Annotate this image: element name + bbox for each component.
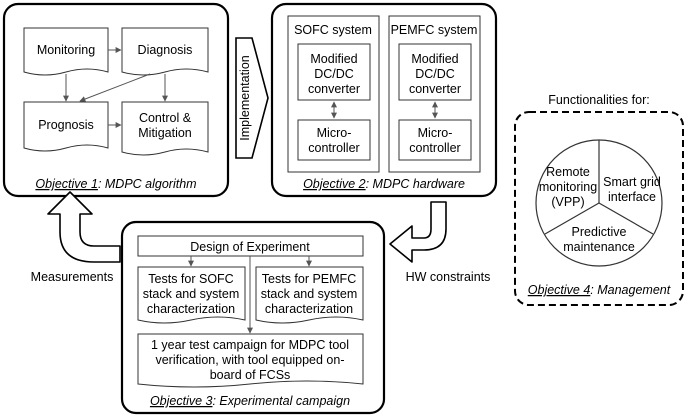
sofc-micro-line2: controller	[308, 141, 359, 155]
prognosis-box	[23, 101, 109, 152]
sofc-converter-box	[297, 43, 371, 101]
functionalities-heading: Functionalities for:	[548, 93, 649, 107]
objective3-caption-label: Objective 3	[150, 394, 213, 408]
objective3-panel: Design of Experiment Tests for SOFC stac…	[120, 220, 386, 415]
sofc-micro-line1: Micro-	[317, 126, 352, 140]
objective2-caption: Objective 2: MDPC hardware	[303, 177, 465, 191]
campaign-line1: 1 year test campaign for MDPC tool	[151, 338, 349, 352]
sofc-tests-box	[137, 266, 246, 324]
sofc-tests-line1: Tests for SOFC	[148, 272, 233, 286]
control-label-line1: Control &	[139, 111, 192, 125]
remote-monitoring-line1: Remote	[546, 165, 590, 179]
monitoring-label: Monitoring	[37, 43, 95, 57]
hw-constraints-label: HW constraints	[406, 270, 491, 284]
pemfc-tests-line3: characterization	[265, 302, 353, 316]
monitoring-box	[23, 27, 109, 76]
pie-divider-left	[544, 202, 600, 235]
sofc-converter-line3: converter	[308, 82, 360, 96]
objective4-caption: Objective 4: Management	[528, 283, 671, 297]
smart-grid-line1: Smart grid	[603, 175, 661, 189]
test-campaign-box	[137, 333, 364, 388]
sofc-microcontroller-box	[297, 119, 371, 161]
hw-constraints-arrow	[389, 201, 447, 263]
pemfc-converter-box	[398, 43, 472, 101]
pemfc-system-title: PEMFC system	[391, 23, 478, 37]
objective1-caption-label: Objective 1	[35, 177, 98, 191]
objective2-panel: SOFC system Modified DC/DC converter Mic…	[270, 2, 498, 198]
predictive-line2: maintenance	[563, 240, 635, 254]
implementation-label: Implementation	[238, 55, 252, 141]
pie-divider-right	[598, 202, 654, 235]
sofc-tests-line3: characterization	[147, 302, 235, 316]
sofc-converter-line2: DC/DC	[314, 67, 354, 81]
remote-monitoring-line3: (VPP)	[551, 195, 584, 209]
sofc-system-title: SOFC system	[294, 23, 372, 37]
measurements-arrow	[47, 191, 121, 263]
pemfc-converter-line1: Modified	[411, 52, 458, 66]
objective2-caption-text: : MDPC hardware	[366, 177, 465, 191]
pemfc-microcontroller-box	[398, 119, 472, 161]
smart-grid-line2: interface	[608, 190, 656, 204]
objective4-caption-label: Objective 4	[528, 283, 591, 297]
sofc-converter-line1: Modified	[310, 52, 357, 66]
objective1-panel: Monitoring Diagnosis Prognosis Control &…	[2, 2, 230, 198]
pemfc-micro-line1: Micro-	[418, 126, 453, 140]
design-of-experiment-label: Design of Experiment	[190, 240, 310, 254]
control-label-line2: Mitigation	[138, 126, 192, 140]
implementation-arrow	[235, 37, 269, 159]
pemfc-tests-box	[255, 266, 364, 324]
objective4-caption-text: : Management	[590, 283, 670, 297]
objective3-caption: Objective 3: Experimental campaign	[150, 394, 350, 408]
campaign-line2: verification, with tool equipped on-	[155, 353, 344, 367]
objective3-caption-text: : Experimental campaign	[212, 394, 350, 408]
remote-monitoring-line2: monitoring	[539, 180, 597, 194]
objective2-caption-label: Objective 2	[303, 177, 366, 191]
measurements-label: Measurements	[31, 270, 114, 284]
control-mitigation-box	[121, 101, 209, 156]
arrow-diagnosis-prognosis	[79, 73, 151, 102]
objective4-panel: Functionalities for: Remote monitoring (…	[514, 93, 684, 306]
diagnosis-label: Diagnosis	[138, 43, 193, 57]
predictive-line1: Predictive	[572, 225, 627, 239]
pemfc-converter-line3: converter	[409, 82, 461, 96]
prognosis-label: Prognosis	[38, 118, 94, 132]
pemfc-tests-line1: Tests for PEMFC	[262, 272, 356, 286]
objective1-caption: Objective 1: MDPC algorithm	[35, 177, 196, 191]
diagnosis-box	[121, 27, 209, 76]
objective1-caption-text: : MDPC algorithm	[98, 177, 197, 191]
pemfc-micro-line2: controller	[409, 141, 460, 155]
pemfc-tests-line2: stack and system	[261, 287, 358, 301]
pemfc-converter-line2: DC/DC	[415, 67, 455, 81]
campaign-line3: board of FCSs	[210, 368, 291, 382]
sofc-tests-line2: stack and system	[143, 287, 240, 301]
